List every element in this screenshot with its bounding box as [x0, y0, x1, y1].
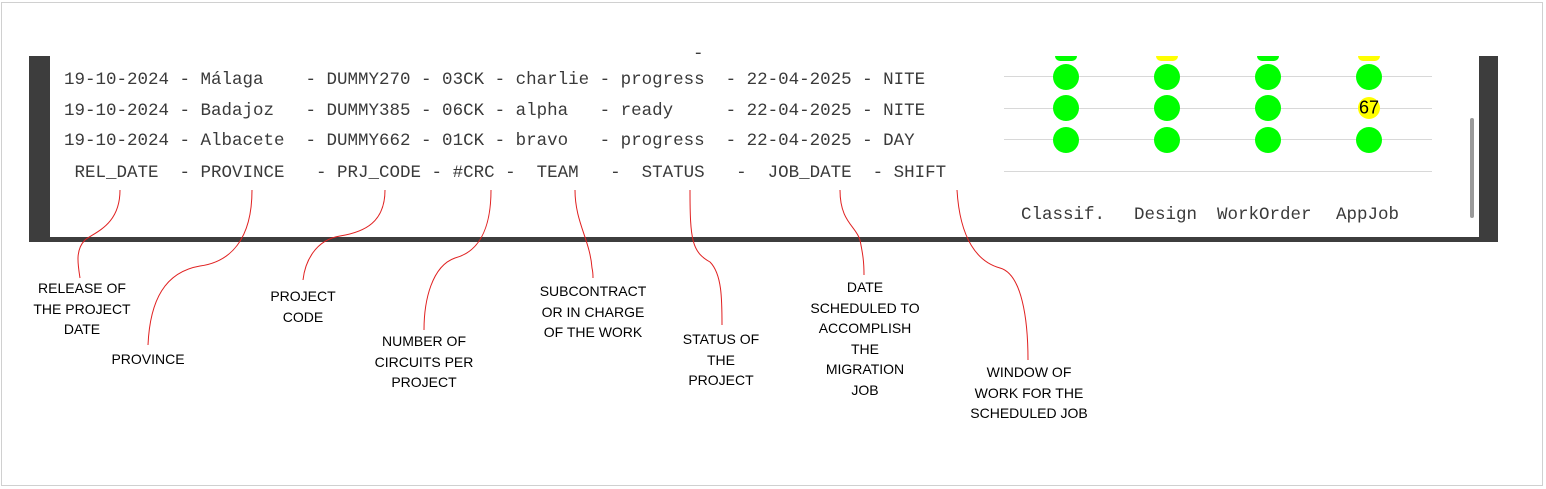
header-row: REL_DATE - PROVINCE - PRJ_CODE - #CRC - …	[64, 163, 947, 183]
callout-job-date: DATE SCHEDULED TO ACCOMPLISH THE MIGRATI…	[803, 277, 927, 400]
grid-line	[1004, 76, 1432, 77]
leader-crc	[423, 189, 492, 331]
callout-province-text: PROVINCE	[111, 351, 185, 367]
status-dot-badge-text: 67	[1358, 97, 1380, 118]
callout-job-date-text: DATE SCHEDULED TO ACCOMPLISH THE MIGRATI…	[810, 279, 920, 398]
status-dot-partial-appjob	[1358, 56, 1380, 61]
callout-team-text: SUBCONTRACT OR IN CHARGE OF THE WORK	[539, 283, 647, 340]
grid-line	[1004, 139, 1432, 140]
leader-status	[689, 189, 723, 326]
leader-job-date	[839, 189, 865, 276]
status-dot-classif-row-1	[1053, 64, 1079, 90]
status-dot-design-row-2	[1154, 95, 1180, 121]
callout-crc: NUMBER OF CIRCUITS PER PROJECT	[364, 331, 484, 393]
data-row-3: 19-10-2024 - Albacete - DUMMY662 - 01CK …	[64, 131, 915, 151]
status-dot-classif-row-3	[1053, 127, 1079, 153]
status-dot-workorder-row-3	[1255, 127, 1281, 153]
callout-rel-date: RELEASE OF THE PROJECT DATE	[22, 278, 142, 340]
grid-line	[1004, 108, 1432, 109]
status-dot-partial-design	[1156, 56, 1178, 61]
callout-prj-code: PROJECT CODE	[253, 286, 353, 327]
data-row-1: 19-10-2024 - Málaga - DUMMY270 - 03CK - …	[64, 70, 926, 90]
leader-shift	[956, 189, 1029, 361]
callout-rel-date-text: RELEASE OF THE PROJECT DATE	[33, 280, 131, 337]
callout-shift-text: WINDOW OF WORK FOR THE SCHEDULED JOB	[970, 364, 1088, 421]
callout-team: SUBCONTRACT OR IN CHARGE OF THE WORK	[530, 281, 656, 343]
status-dot-workorder-row-1	[1255, 64, 1281, 90]
status-dot-appjob-row-2	[1358, 97, 1380, 119]
status-dot-appjob-row-1	[1356, 64, 1382, 90]
column-header-classif: Classif.	[1021, 205, 1106, 225]
column-header-workorder: WorkOrder	[1217, 205, 1312, 225]
callout-shift: WINDOW OF WORK FOR THE SCHEDULED JOB	[962, 362, 1096, 424]
status-dot-workorder-row-2	[1255, 95, 1281, 121]
grid-line	[1004, 171, 1432, 172]
callout-crc-text: NUMBER OF CIRCUITS PER PROJECT	[374, 333, 474, 390]
partial-row-fragment: -	[693, 44, 704, 64]
column-header-appjob: AppJob	[1336, 205, 1400, 225]
status-dot-appjob-row-3	[1356, 127, 1382, 153]
leader-rel-date	[77, 189, 121, 279]
leader-prj-code	[302, 189, 386, 281]
data-row-2: 19-10-2024 - Badajoz - DUMMY385 - 06CK -…	[64, 101, 926, 121]
column-header-design: Design	[1134, 205, 1198, 225]
status-dot-design-row-1	[1154, 64, 1180, 90]
callout-prj-code-text: PROJECT CODE	[270, 288, 336, 325]
vertical-scrollbar[interactable]	[1470, 118, 1474, 218]
status-dot-partial-workorder	[1257, 56, 1279, 61]
callout-status-text: STATUS OF THE PROJECT	[682, 331, 760, 388]
leader-province	[147, 189, 253, 346]
leader-team	[574, 189, 594, 279]
status-dot-classif-row-2	[1053, 95, 1079, 121]
callout-province: PROVINCE	[98, 349, 198, 370]
terminal-content	[50, 56, 1479, 237]
status-dot-design-row-3	[1154, 127, 1180, 153]
callout-status: STATUS OF THE PROJECT	[671, 329, 771, 391]
status-dot-partial-classif	[1055, 56, 1077, 61]
